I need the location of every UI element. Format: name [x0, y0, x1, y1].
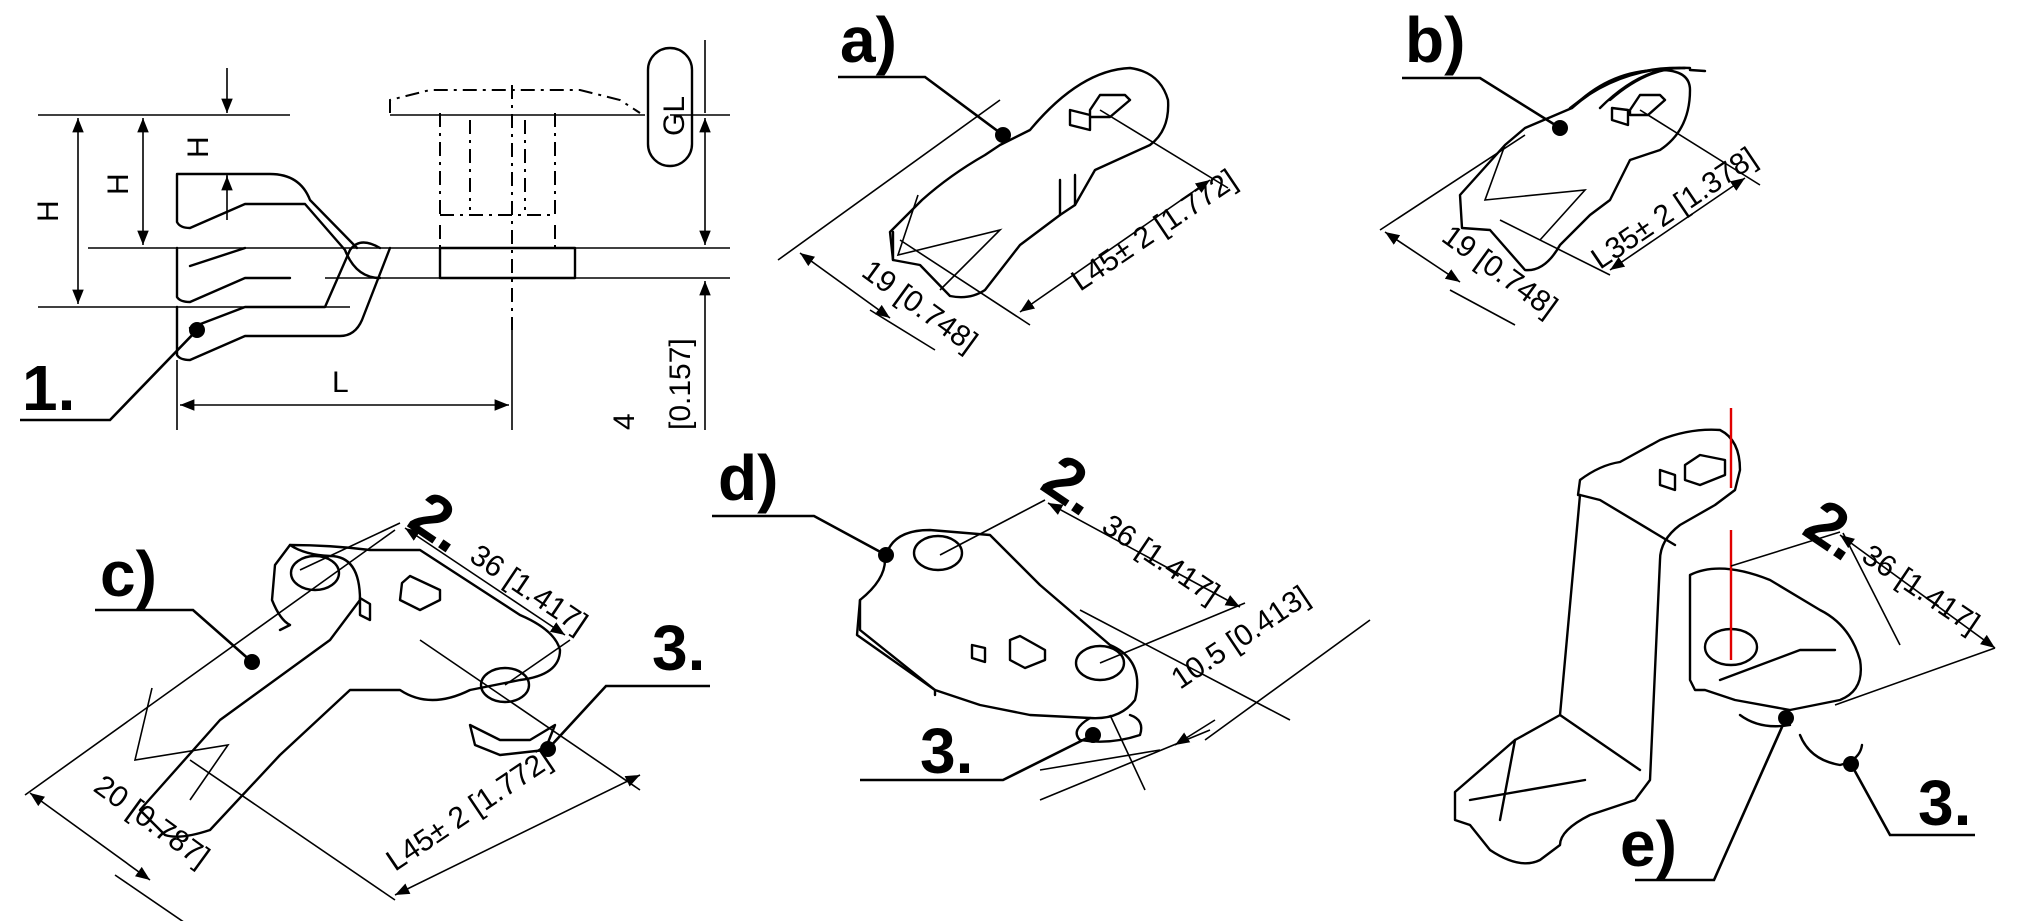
side-view [20, 40, 730, 430]
variant-b-length: L35± 2 [1.378] [1585, 141, 1762, 276]
callout-1: 1. [22, 352, 75, 424]
variant-a-label: a) [840, 4, 897, 76]
height-label-inner: H [182, 136, 215, 158]
variant-c-width: 20 [0.787] [88, 769, 215, 874]
variant-e-pitch: 36 [1.417] [1856, 538, 1985, 640]
variant-e-fastener-callout: 3. [1918, 767, 1971, 839]
variant-c-drawing [24, 522, 710, 921]
variant-d-drawing [712, 499, 1371, 801]
length-label: L [332, 366, 349, 399]
variant-e-label: e) [1620, 808, 1677, 880]
gl-badge: GL [658, 96, 691, 136]
variant-b-label: b) [1405, 4, 1465, 76]
variant-a-drawing [777, 66, 1229, 351]
variant-d-label: d) [718, 442, 778, 514]
variant-c-pitch: 36 [1.417] [464, 538, 593, 640]
thickness-value: 4 [608, 413, 641, 430]
variant-e-drawing [1453, 408, 1996, 882]
variant-d-fastener-callout: 3. [920, 715, 973, 787]
variant-c-length: L45± 2 [1.772] [380, 743, 557, 878]
variant-d-pitch-callout: 2. [1030, 440, 1115, 530]
variant-c-fastener-callout: 3. [652, 612, 705, 684]
variant-b-drawing [1379, 66, 1761, 326]
height-label-outer: H [32, 200, 65, 222]
variant-c-label: c) [100, 538, 157, 610]
height-label-middle: H [102, 173, 135, 195]
variant-a-length: L45± 2 [1.772] [1065, 163, 1242, 298]
variant-d-pitch: 36 [1.417] [1096, 508, 1225, 610]
thickness-inch: [0.157] [664, 338, 697, 430]
variant-c-pitch-callout: 2. [397, 477, 482, 567]
